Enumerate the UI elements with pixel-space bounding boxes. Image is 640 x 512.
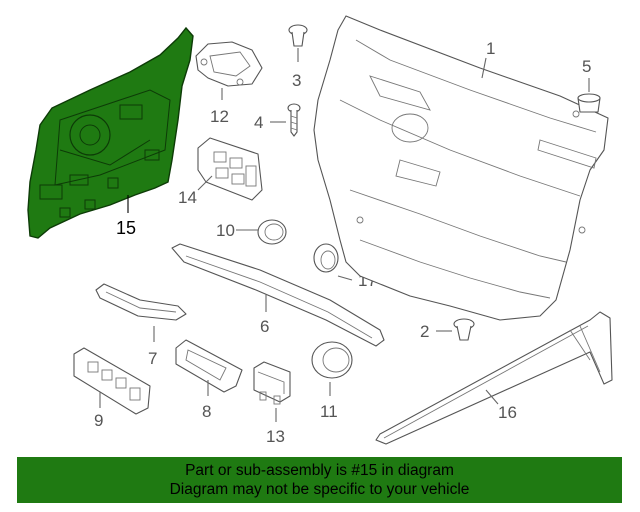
callout-4: 4 — [254, 113, 263, 132]
banner-line-1: Part or sub-assembly is #15 in diagram — [185, 462, 454, 479]
part-14-window-switch[interactable] — [197, 137, 263, 201]
banner-line-2: Diagram may not be specific to your vehi… — [169, 481, 470, 498]
part-6-trim-strip[interactable] — [171, 243, 385, 347]
callout-15: 15 — [116, 218, 136, 238]
part-9-switch-panel[interactable] — [73, 347, 151, 415]
part-7-trim-piece[interactable] — [95, 283, 187, 321]
part-4-screw[interactable] — [287, 103, 301, 137]
part-10-speaker-cover[interactable] — [257, 219, 287, 245]
part-1-door-trim-panel[interactable] — [313, 15, 609, 321]
part-8-switch-bezel[interactable] — [175, 339, 243, 393]
parts-diagram: 15 12 3 4 14 10 — [27, 15, 613, 446]
part-3-clip[interactable] — [288, 24, 308, 47]
callout-6: 6 — [260, 317, 269, 336]
callout-11: 11 — [320, 402, 338, 421]
callout-16: 16 — [498, 403, 517, 422]
callout-3: 3 — [292, 71, 301, 90]
part-15-door-carrier[interactable] — [27, 26, 194, 239]
part-11-ring[interactable] — [311, 341, 353, 379]
callout-10: 10 — [216, 221, 235, 240]
callout-2: 2 — [420, 322, 429, 341]
callout-7: 7 — [148, 349, 157, 368]
part-16-weatherstrip[interactable] — [375, 311, 613, 445]
info-banner: Part or sub-assembly is #15 in diagram D… — [17, 457, 622, 503]
part-2-push-clip[interactable] — [453, 318, 475, 341]
part-5-clip[interactable] — [577, 93, 601, 113]
callout-13: 13 — [266, 427, 285, 446]
callout-5: 5 — [582, 57, 591, 76]
callout-14: 14 — [178, 188, 197, 207]
part-17-cover-cap[interactable] — [313, 243, 339, 273]
callout-12: 12 — [210, 107, 229, 126]
part-13-switch[interactable] — [253, 361, 291, 405]
callout-9: 9 — [94, 411, 103, 430]
callout-8: 8 — [202, 402, 211, 421]
part-12-handle-bracket[interactable] — [195, 41, 263, 87]
callout-1: 1 — [486, 39, 495, 58]
